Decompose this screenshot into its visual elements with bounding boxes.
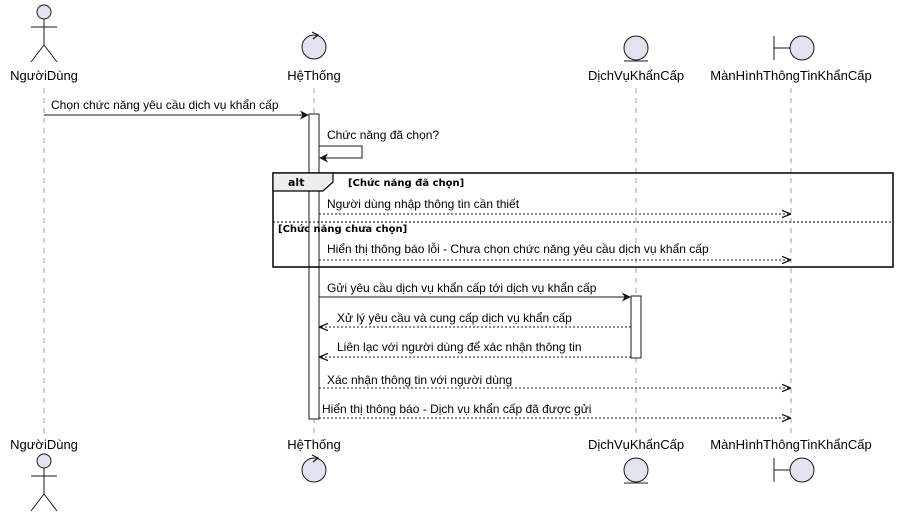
- alt-guard-selected: [Chức năng đã chọn]: [348, 177, 464, 189]
- participant-emergency-service-label-bottom: DịchVụKhẩnCấp: [588, 437, 684, 452]
- participant-emergency-service-label: DịchVụKhẩnCấp: [588, 68, 684, 83]
- entity-icon: [623, 35, 649, 62]
- alt-operator-label: alt: [288, 176, 304, 189]
- participant-system-label: HệThống: [287, 68, 340, 83]
- entity-icon-bottom: [623, 457, 649, 484]
- message-label-8: Xác nhận thông tin với người dùng: [327, 373, 512, 387]
- alt-guard-not-selected: [Chức năng chưa chọn]: [278, 223, 407, 235]
- message-label-6: Xử lý yêu cầu và cung cấp dịch vụ khẩn c…: [337, 311, 572, 325]
- control-icon: [301, 31, 327, 60]
- boundary-icon: [773, 35, 815, 61]
- participant-emergency-screen-label: MànHìnhThôngTinKhẩnCấp: [710, 68, 871, 83]
- participant-user-label: NgườiDùng: [10, 68, 78, 83]
- participants-bottom: NgườiDùng HệThống DịchVụKhẩnCấp MànHìnhT…: [10, 437, 872, 512]
- control-icon-bottom: [301, 454, 327, 483]
- activation-emergency-service: [630, 295, 642, 359]
- message-label-1: Chọn chức năng yêu cầu dịch vụ khẩn cấp: [51, 98, 279, 112]
- message-label-5: Gửi yêu cầu dịch vụ khẩn cấp tới dịch vụ…: [327, 281, 597, 295]
- message-label-3: Người dùng nhập thông tin cần thiết: [327, 197, 520, 211]
- actor-icon-bottom: [30, 453, 58, 512]
- participant-user-label-bottom: NgườiDùng: [10, 437, 78, 452]
- participant-emergency-screen-label-bottom: MànHìnhThôngTinKhẩnCấp: [710, 437, 871, 452]
- message-label-9: Hiển thị thông báo - Dịch vụ khẩn cấp đã…: [322, 402, 591, 416]
- message-label-2: Chức năng đã chọn?: [327, 128, 439, 142]
- message-arrow-2: [319, 145, 363, 163]
- message-label-7: Liên lạc với người dùng để xác nhận thôn…: [337, 340, 582, 354]
- alt-fragment: alt [Chức năng đã chọn] [Chức năng chưa …: [272, 172, 894, 268]
- message-label-4: Hiển thị thông báo lỗi - Chưa chọn chức …: [327, 241, 709, 256]
- messages: Chọn chức năng yêu cầu dịch vụ khẩn cấp …: [44, 98, 790, 418]
- participants-top: NgườiDùng HệThống DịchVụKhẩnCấp MànHìnhT…: [10, 4, 872, 83]
- boundary-icon-bottom: [773, 457, 815, 483]
- actor-icon: [30, 4, 58, 63]
- participant-system-label-bottom: HệThống: [287, 437, 340, 452]
